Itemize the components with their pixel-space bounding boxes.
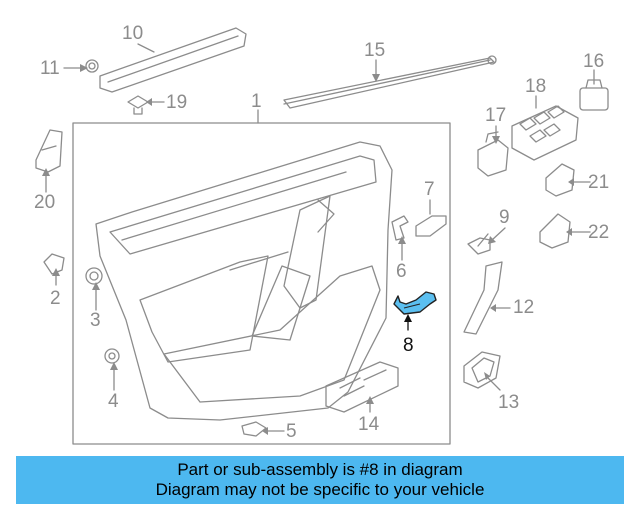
part-18-window-switch (511, 105, 579, 161)
part-22-switch (539, 213, 571, 249)
arrow-11 (80, 64, 88, 72)
arrow-13 (484, 372, 490, 380)
part-12-trim (463, 261, 503, 335)
part-6-clip (391, 215, 409, 241)
callout-20: 20 (34, 192, 56, 213)
part-13-bezel (463, 351, 501, 389)
arrow-3 (92, 282, 100, 290)
part-14-switch-panel (325, 361, 399, 413)
arrow-17 (492, 136, 500, 144)
part-1-door-panel (95, 141, 393, 421)
part-3-fastener (85, 267, 103, 285)
callout-18: 18 (525, 76, 547, 97)
arrow-22 (566, 228, 572, 236)
callout-5: 5 (286, 421, 297, 442)
callout-15: 15 (364, 40, 386, 61)
arrow-2 (52, 268, 60, 276)
callout-21: 21 (588, 172, 610, 193)
banner-line-1: Part or sub-assembly is #8 in diagram (177, 460, 463, 479)
arrow-19 (146, 98, 152, 106)
arrow-4 (110, 362, 118, 370)
callout-6: 6 (396, 261, 407, 282)
callout-8-highlighted: 8 (403, 335, 414, 356)
callout-10: 10 (122, 23, 144, 44)
arrow-15 (372, 74, 380, 82)
banner-line-2: Diagram may not be specific to your vehi… (155, 480, 485, 499)
part-21-switch (545, 163, 575, 197)
part-17-switch (477, 131, 509, 177)
callout-22: 22 (588, 222, 610, 243)
callout-19: 19 (166, 92, 188, 113)
callout-11: 11 (40, 58, 60, 79)
part-10-molding (99, 27, 247, 93)
callout-1: 1 (251, 91, 262, 112)
part-4-fastener (104, 348, 120, 364)
callout-3: 3 (90, 310, 101, 331)
leader-13 (487, 377, 501, 391)
part-7-trim (415, 215, 447, 237)
part-5-fastener (241, 421, 267, 437)
arrow-5 (262, 427, 268, 435)
leader-10 (137, 43, 155, 53)
leader-9 (491, 227, 506, 241)
info-banner: Part or sub-assembly is #8 in diagram Di… (16, 456, 624, 504)
arrow-14 (366, 396, 374, 404)
callout-2: 2 (50, 288, 61, 309)
callout-16: 16 (583, 51, 605, 72)
door-panel-frame (72, 122, 451, 445)
callout-12: 12 (513, 297, 535, 318)
callout-9: 9 (499, 207, 510, 228)
part-11-cap (85, 59, 99, 73)
callout-17: 17 (485, 105, 507, 126)
part-2-clip (43, 253, 65, 275)
callout-13: 13 (498, 392, 520, 413)
part-15-weatherstrip (283, 55, 497, 109)
arrow-9 (488, 236, 496, 244)
arrow-20 (42, 168, 50, 176)
parts-diagram (35, 27, 609, 445)
part-8-highlighted (393, 291, 437, 315)
arrow-21 (568, 178, 574, 186)
part-9-screw (467, 233, 491, 255)
part-19-clip (127, 95, 149, 115)
callout-7: 7 (424, 179, 435, 200)
arrow-12 (490, 304, 496, 312)
arrow-8 (404, 314, 412, 322)
arrow-6 (398, 236, 406, 244)
part-20-bracket (35, 129, 63, 173)
callout-4: 4 (108, 391, 119, 412)
callout-14: 14 (358, 414, 380, 435)
